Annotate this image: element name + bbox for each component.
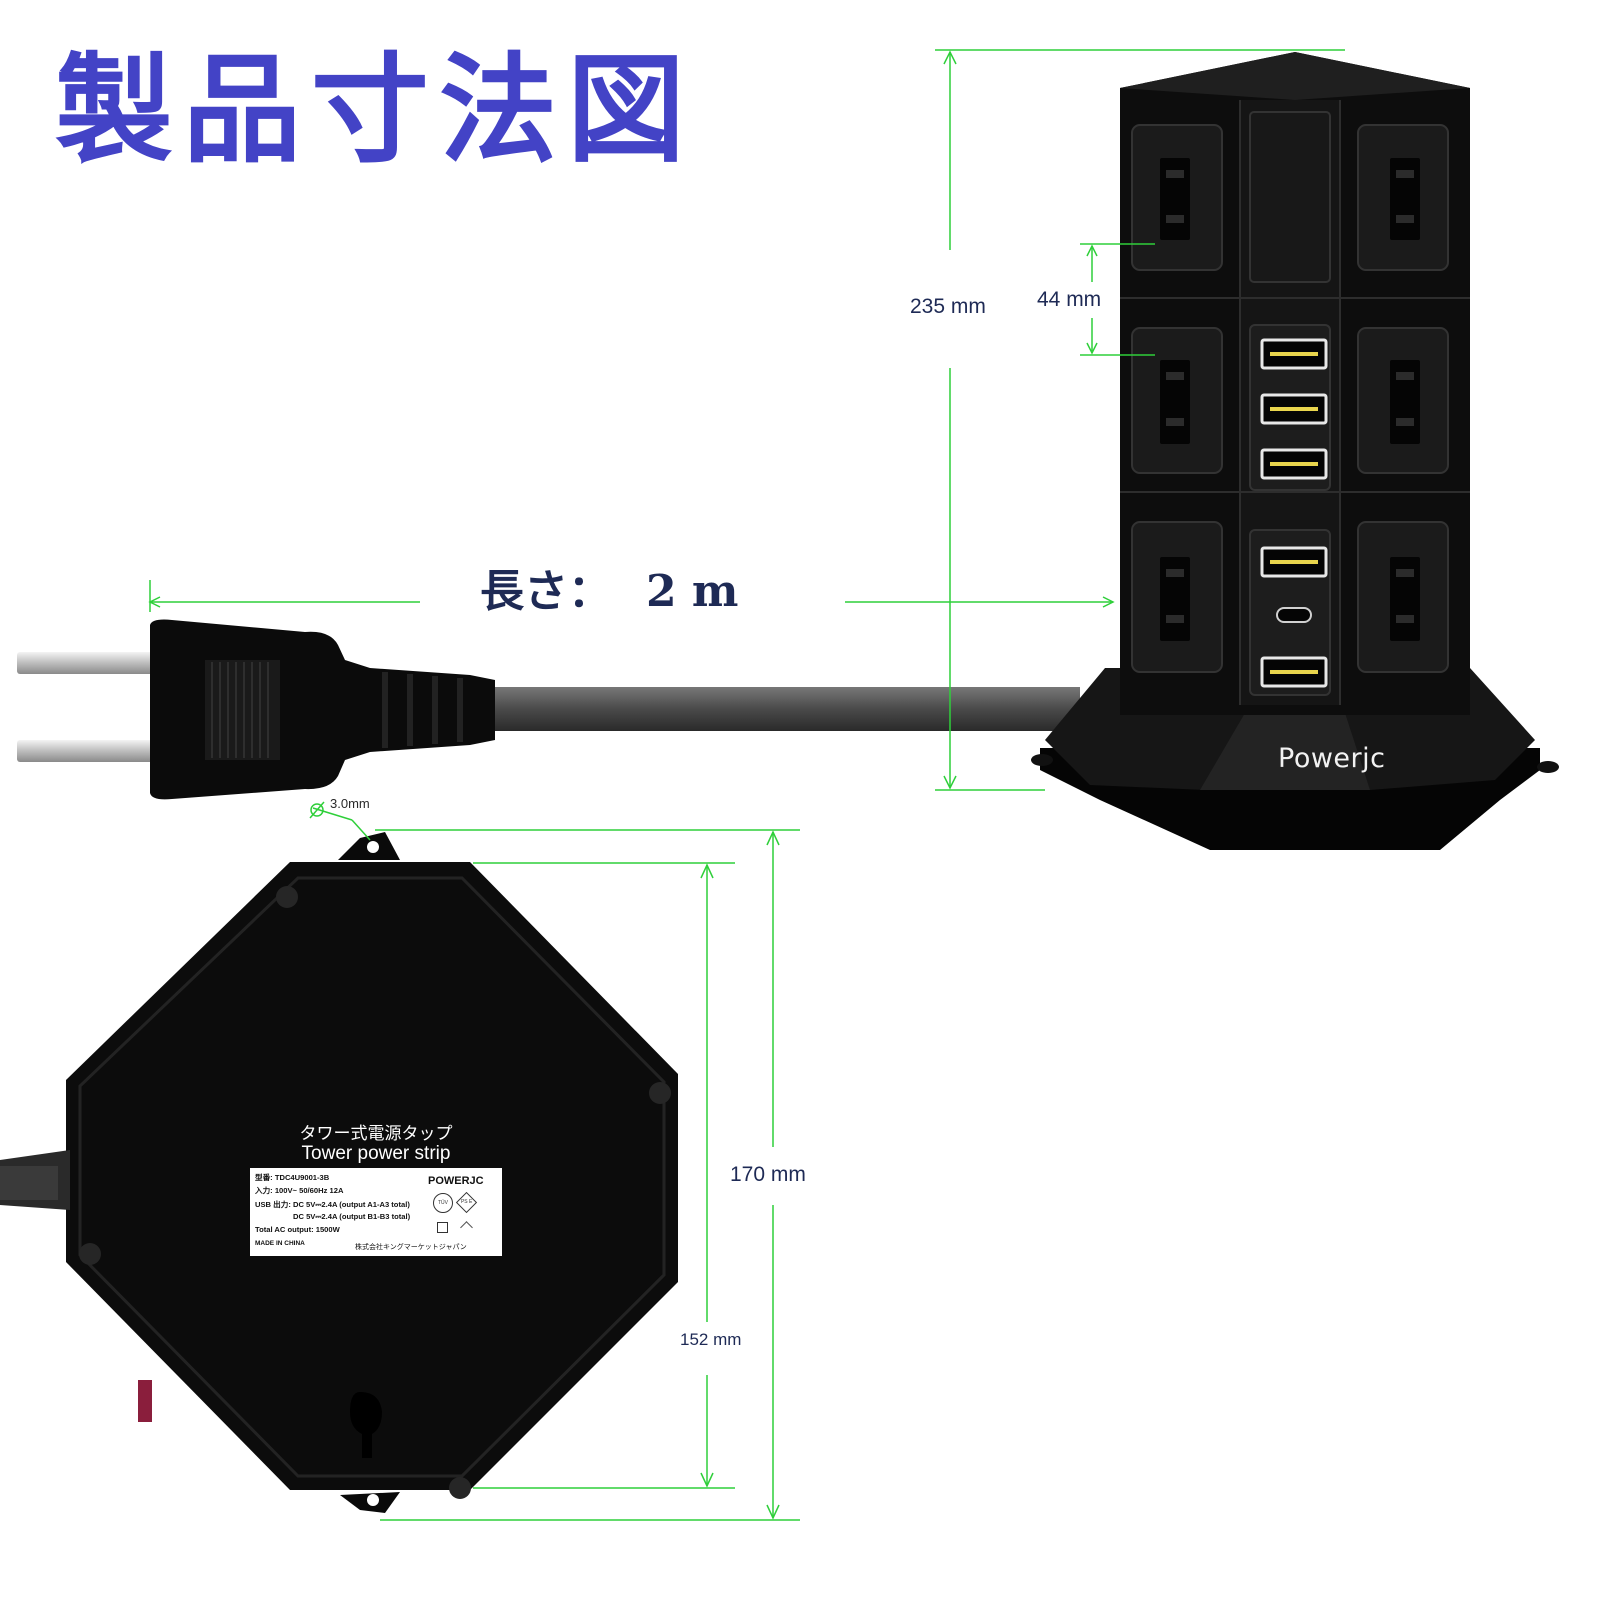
double-insulation-icon	[437, 1222, 448, 1233]
rating-label-header: タワー式電源タップ Tower power strip	[250, 1122, 502, 1168]
page-title: 製品寸法図	[55, 41, 696, 179]
base-width-label: 152 mm	[680, 1330, 742, 1349]
tuv-mark-icon: TÜV	[433, 1193, 453, 1213]
pse-mark-icon: PS E	[455, 1191, 478, 1214]
rating-title-jp: タワー式電源タップ	[299, 1124, 453, 1144]
plug-prongs	[17, 652, 157, 762]
rating-model: 型番: TDC4U9001-3B	[255, 1173, 330, 1182]
indoor-use-icon	[460, 1221, 473, 1234]
cord-length-value: 2 m	[646, 566, 739, 617]
rating-usb-output-1: USB 出力: DC 5V⎓2.4A (output A1-A3 total)	[255, 1200, 410, 1209]
diameter-icon	[309, 801, 325, 819]
rating-input: 入力: 100V~ 50/60Hz 12A	[255, 1186, 344, 1195]
usb-ports	[1249, 324, 1331, 696]
tower-height-label: 235 mm	[910, 295, 986, 318]
base-depth-label: 170 mm	[730, 1163, 806, 1186]
tower-brand-logo: Powerjc	[1278, 743, 1386, 774]
dimension-lines-top	[149, 49, 1345, 791]
dimension-arrows-bottom	[700, 830, 780, 1520]
rating-label: タワー式電源タップ Tower power strip 型番: TDC4U900…	[250, 1122, 502, 1256]
plug-head	[150, 619, 495, 800]
rating-ac-output: Total AC output: 1500W	[255, 1225, 340, 1234]
outlet-spacing-label: 44 mm	[1037, 288, 1102, 311]
outlet-holes	[1166, 170, 1414, 623]
rating-usb-output-2: DC 5V⎓2.4A (output B1-B3 total)	[293, 1212, 411, 1221]
rating-brand: POWERJC	[428, 1175, 484, 1187]
dimension-arrows-top	[148, 50, 1115, 790]
cord-length: 長さ： 2 m	[480, 555, 739, 619]
hole-diameter-label: 3.0mm	[330, 796, 370, 811]
rating-origin: MADE IN CHINA	[255, 1240, 305, 1247]
dimension-lines-bottom	[312, 807, 800, 1521]
cord-length-label: 長さ：	[480, 566, 612, 617]
rating-company: 株式会社キングマーケットジャパン	[355, 1244, 467, 1251]
power-cord	[490, 687, 1080, 731]
rating-title-en: Tower power strip	[301, 1143, 451, 1164]
